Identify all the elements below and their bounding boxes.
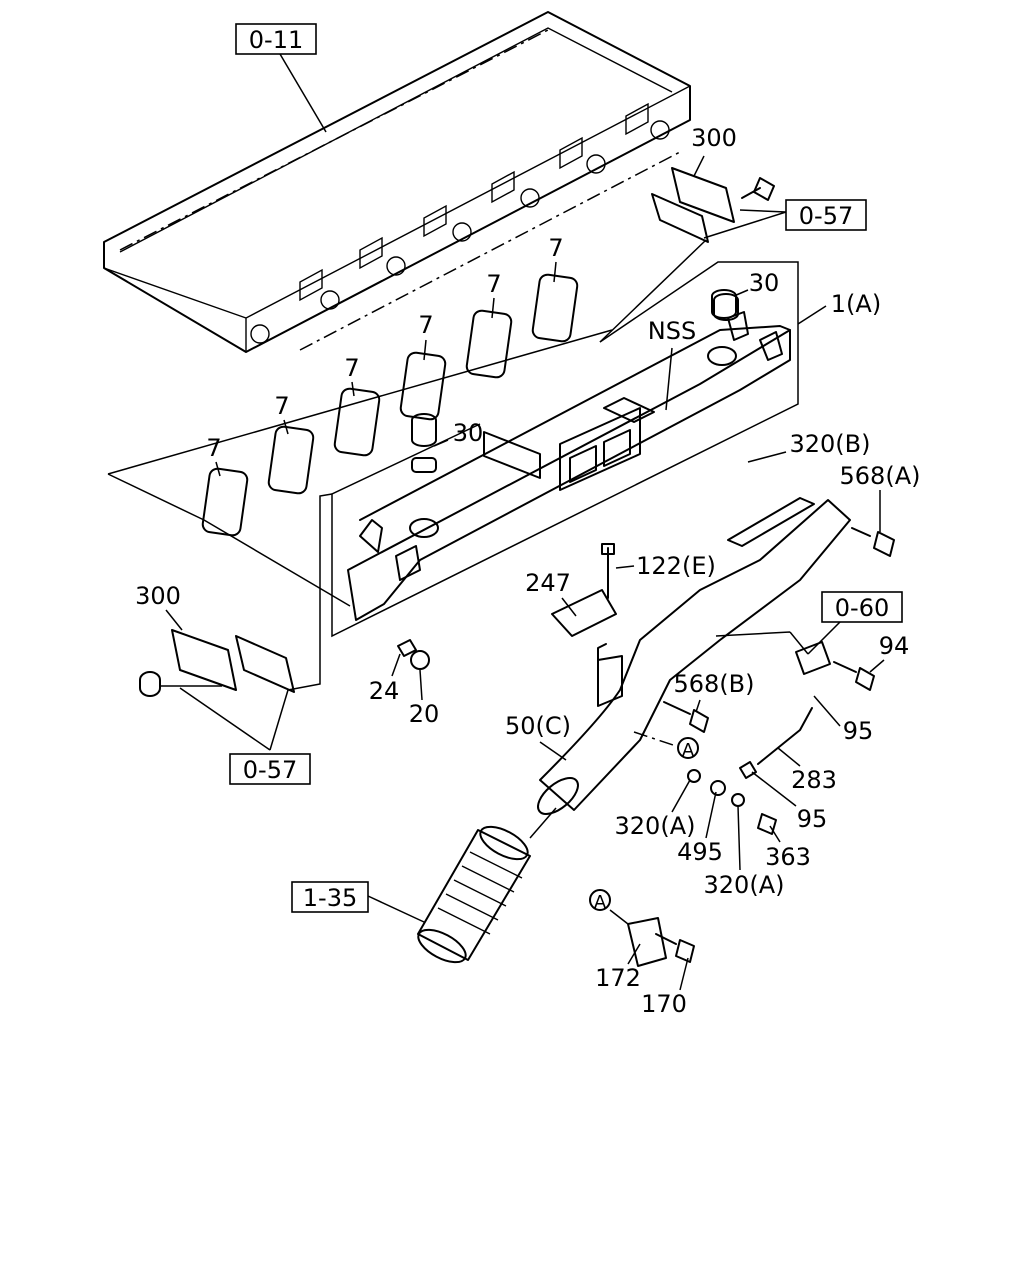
callout-7-4: 7 <box>418 311 433 339</box>
callout-568a: 568(A) <box>840 462 921 490</box>
ref-cover-left: 0-57 <box>243 756 297 784</box>
callout-nss: NSS <box>648 317 696 345</box>
callout-50c: 50(C) <box>505 712 571 740</box>
ref-box-sensor <box>821 591 903 623</box>
ref-box-cylinder-head <box>235 23 317 55</box>
leader-sensor <box>715 621 841 655</box>
callout-283: 283 <box>791 766 837 794</box>
callout-320a-1: 320(A) <box>615 812 696 840</box>
callout-568b: 568(B) <box>674 670 755 698</box>
callout-170: 170 <box>641 990 687 1018</box>
cover-top <box>599 167 787 343</box>
ref-box-hose <box>291 881 369 913</box>
callout-122e: 122(E) <box>636 552 716 580</box>
cylinder-head <box>103 11 691 353</box>
circle-a-marker-1 <box>677 737 699 759</box>
ref-sensor: 0-60 <box>835 594 889 622</box>
gaskets <box>107 273 613 607</box>
callout-30-top: 30 <box>749 269 780 297</box>
small-parts <box>397 289 895 967</box>
callout-20: 20 <box>409 700 440 728</box>
callout-172: 172 <box>595 964 641 992</box>
callout-7-1: 7 <box>206 434 221 462</box>
ref-hose: 1-35 <box>303 884 357 912</box>
exhaust-pipe <box>537 497 851 815</box>
callout-95-b: 95 <box>797 805 828 833</box>
callout-94: 94 <box>879 632 910 660</box>
callout-95-a: 95 <box>843 717 874 745</box>
callout-320b: 320(B) <box>790 430 871 458</box>
callout-30-mid: 30 <box>453 419 484 447</box>
ref-box-cover-top <box>785 199 867 231</box>
ref-cover-top: 0-57 <box>799 202 853 230</box>
callouts: 300 30 1(A) NSS 7 7 7 7 7 7 30 320(B) 56… <box>135 124 920 1018</box>
callout-1a: 1(A) <box>831 290 881 318</box>
callout-363: 363 <box>765 843 811 871</box>
callout-24: 24 <box>369 677 400 705</box>
leader-hose <box>367 895 425 923</box>
flex-hose <box>417 807 557 964</box>
callout-circle-a-1: A <box>682 740 695 761</box>
callout-300-top: 300 <box>691 124 737 152</box>
callout-495: 495 <box>677 838 723 866</box>
callout-7-6: 7 <box>548 234 563 262</box>
callout-300-left: 300 <box>135 582 181 610</box>
callout-247: 247 <box>525 569 571 597</box>
leader-cylinder-head <box>279 53 327 133</box>
ref-cylinder-head: 0-11 <box>249 26 303 54</box>
callout-circle-a-2: A <box>594 892 607 913</box>
callout-7-3: 7 <box>344 354 359 382</box>
callout-320a-2: 320(A) <box>704 871 785 899</box>
cover-left <box>139 493 333 751</box>
circle-a-marker-2 <box>589 889 611 911</box>
callout-7-5: 7 <box>486 270 501 298</box>
callout-7-2: 7 <box>274 392 289 420</box>
ref-box-cover-left <box>229 753 311 785</box>
